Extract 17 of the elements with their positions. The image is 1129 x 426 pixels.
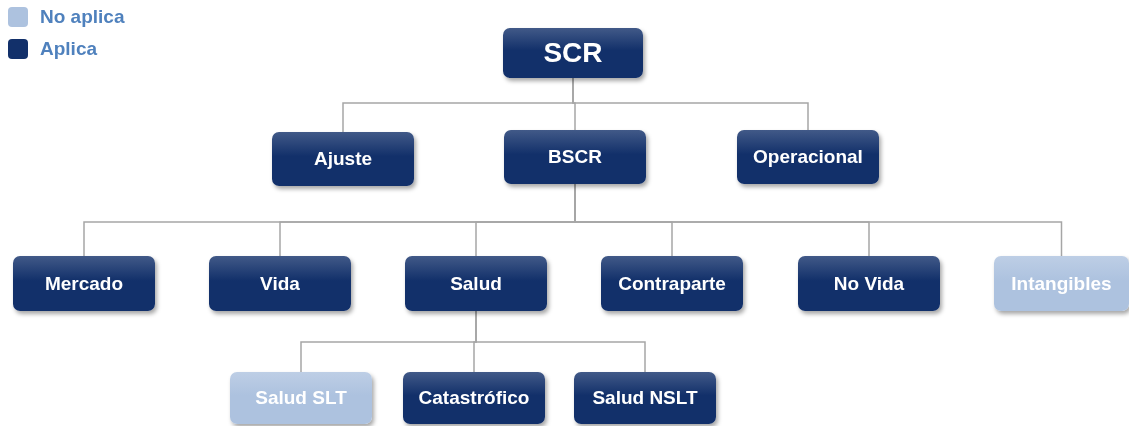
legend-label: No aplica — [40, 6, 125, 28]
connector-line — [475, 310, 646, 373]
category-box: Catastrófico — [403, 372, 545, 424]
legend-label: Aplica — [40, 38, 98, 60]
connector-line — [572, 77, 809, 131]
category-box: Intangibles — [994, 256, 1129, 311]
category-box: Salud — [405, 256, 547, 311]
category-box: BSCR — [504, 130, 646, 184]
category-box: Salud NSLT — [574, 372, 716, 424]
category-box: No Vida — [798, 256, 940, 311]
category-box: Ajuste — [272, 132, 414, 186]
category-box: SCR — [503, 28, 643, 78]
category-box: Contraparte — [601, 256, 743, 311]
category-box: Vida — [209, 256, 351, 311]
category-box: Salud SLT — [230, 372, 372, 424]
category-box: Operacional — [737, 130, 879, 184]
category-box: Mercado — [13, 256, 155, 311]
